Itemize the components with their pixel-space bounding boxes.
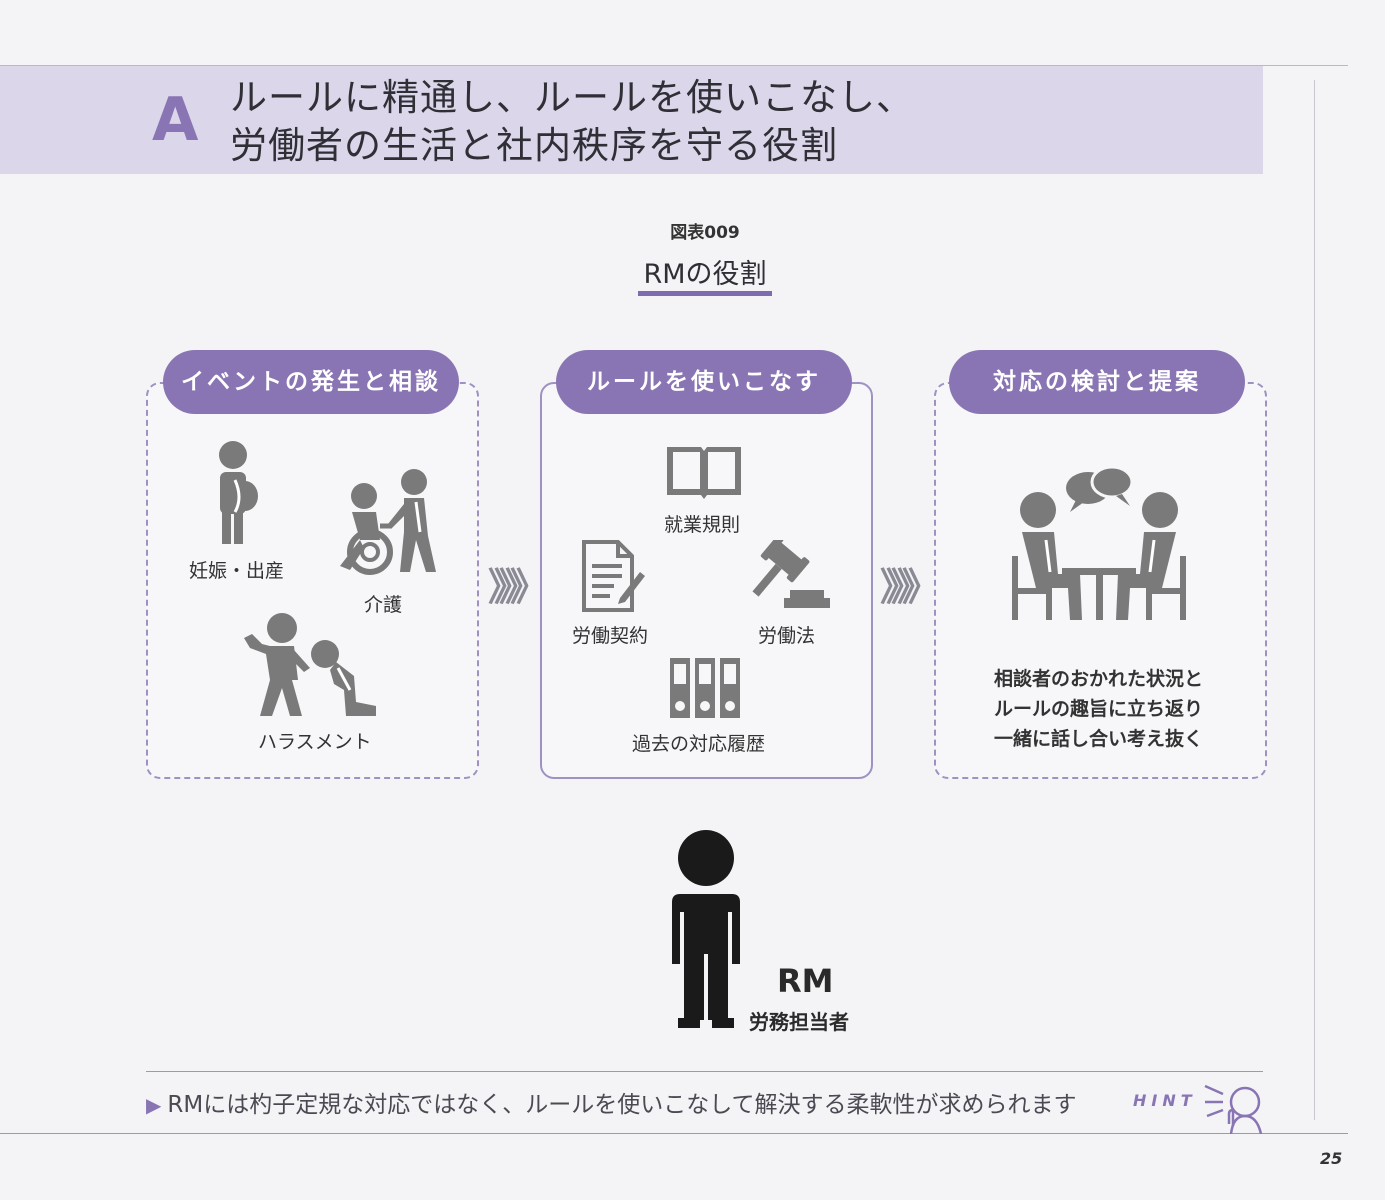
thinking-person-icon [1204, 1084, 1263, 1134]
work-rules-label: 就業規則 [664, 514, 741, 536]
past-response-history-label: 過去の対応履歴 [632, 733, 766, 755]
header-title-line2: 労働者の生活と社内秩序を守る役割 [230, 124, 838, 167]
rm-person-icon [672, 830, 740, 1028]
header-title: ルールに精通し、ルールを使いこなし、 労働者の生活と社内秩序を守る役割 [230, 74, 914, 170]
pregnancy-label: 妊娠・出産 [189, 560, 285, 582]
header-band [0, 66, 1263, 174]
harassment-label: ハラスメント [258, 731, 372, 753]
contract-document-icon [582, 540, 645, 612]
figure-title: RMの役割 [643, 259, 767, 290]
response-description: 相談者のおかれた状況と ルールの趣旨に立ち返り 一緒に話し合い考え抜く [934, 664, 1263, 754]
harassment-icon [244, 613, 376, 716]
arrow-chevrons-2: 》》》 [880, 565, 940, 609]
hint-text: ▶RMには杓子定規な対応ではなく、ルールを使いこなして解決する柔軟性が求められま… [146, 1085, 1077, 1119]
header-title-line1: ルールに精通し、ルールを使いこなし、 [230, 76, 914, 119]
figure-title-underline [638, 291, 772, 296]
pregnant-person-icon [219, 441, 258, 544]
arrow-chevrons-1: 》》》 [488, 565, 548, 609]
gavel-icon [752, 540, 830, 608]
response-line-1: 相談者のおかれた状況と [993, 668, 1203, 690]
response-line-2: ルールの趣旨に立ち返り [993, 698, 1203, 720]
top-rule [0, 65, 1348, 66]
hint-label: HINT [1133, 1091, 1197, 1110]
response-line-3: 一緒に話し合い考え抜く [993, 728, 1203, 750]
labor-contract-label: 労働契約 [572, 625, 649, 647]
labor-law-label: 労働法 [758, 625, 816, 647]
triangle-bullet-icon: ▶ [146, 1093, 162, 1117]
header-letter: A [152, 85, 199, 155]
meeting-discussion-icon [1012, 465, 1186, 620]
right-margin-rule [1314, 80, 1315, 1120]
caregiving-label: 介護 [364, 594, 403, 616]
open-book-icon [667, 447, 741, 499]
figure-number: 図表009 [670, 223, 740, 243]
bottom-rule [0, 1133, 1348, 1134]
binders-icon [670, 658, 740, 718]
rm-name: RM [777, 962, 834, 1000]
caregiving-icon [340, 469, 436, 575]
hint-rule [146, 1071, 1263, 1072]
rm-role: 労務担当者 [749, 1010, 849, 1034]
page-number: 25 [1320, 1149, 1343, 1168]
rules-heading: ルールを使いこなす [556, 350, 852, 414]
events-heading: イベントの発生と相談 [163, 350, 459, 414]
events-box [146, 382, 479, 779]
response-heading: 対応の検討と提案 [949, 350, 1245, 414]
hint-sentence: RMには杓子定規な対応ではなく、ルールを使いこなして解決する柔軟性が求められます [167, 1092, 1077, 1118]
